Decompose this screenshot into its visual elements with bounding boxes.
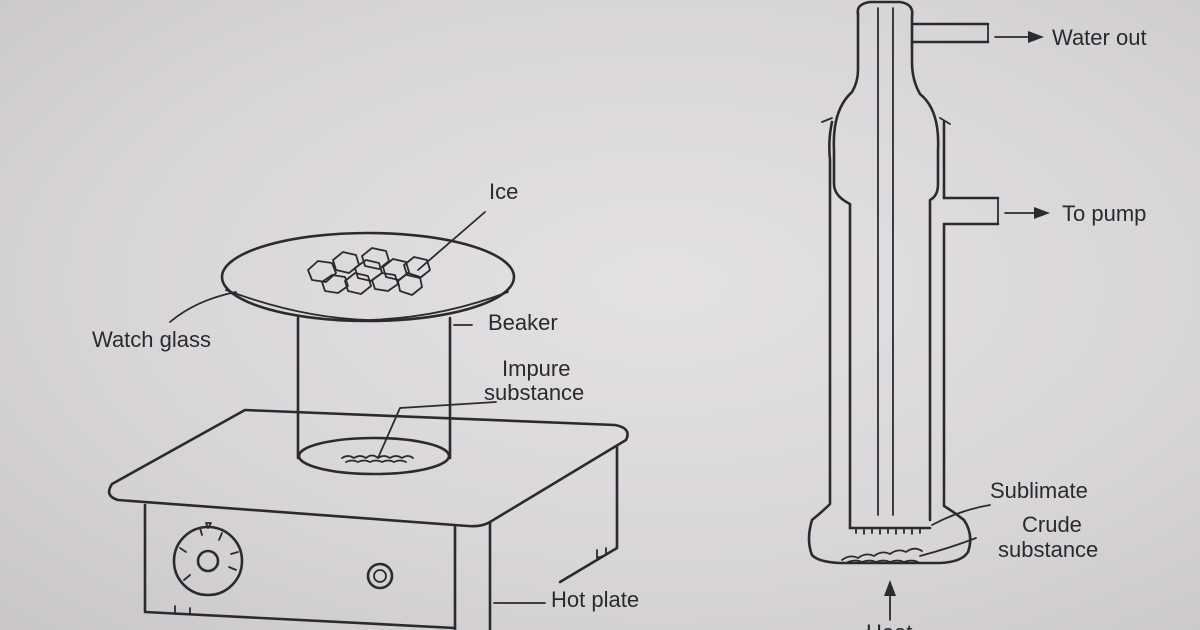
- label-sublimate: Sublimate: [990, 478, 1088, 503]
- watch-glass: [220, 231, 516, 323]
- pump-side-arm: [942, 196, 1000, 226]
- water-outlet: [910, 22, 990, 44]
- impure-substance-powder: [341, 454, 414, 463]
- outer-tube: [807, 117, 972, 565]
- label-hot-plate: Hot plate: [551, 587, 639, 612]
- arrow-heat: [884, 580, 896, 621]
- leader-lines-left: [169, 211, 546, 604]
- label-watch-glass: Watch glass: [92, 327, 211, 352]
- label-crude-line2: substance: [998, 537, 1098, 562]
- label-beaker: Beaker: [488, 310, 558, 335]
- arrow-water-out: [994, 31, 1044, 43]
- cold-finger: [832, 0, 940, 530]
- arrow-to-pump: [1004, 207, 1050, 219]
- label-impure-line2: substance: [484, 380, 584, 405]
- leader-lines-right: [919, 504, 991, 557]
- crude-substance-powder: [841, 547, 923, 563]
- label-impure-line1: Impure: [502, 356, 570, 381]
- label-to-pump: To pump: [1062, 201, 1146, 226]
- beaker: [296, 316, 452, 476]
- hot-plate: [107, 408, 629, 630]
- ice-cubes: [307, 247, 431, 296]
- label-heat: Heat: [866, 620, 912, 630]
- label-crude-line1: Crude: [1022, 512, 1082, 537]
- label-ice: Ice: [489, 179, 518, 204]
- sublimate-crystals: [855, 527, 921, 535]
- label-water-out: Water out: [1052, 25, 1147, 50]
